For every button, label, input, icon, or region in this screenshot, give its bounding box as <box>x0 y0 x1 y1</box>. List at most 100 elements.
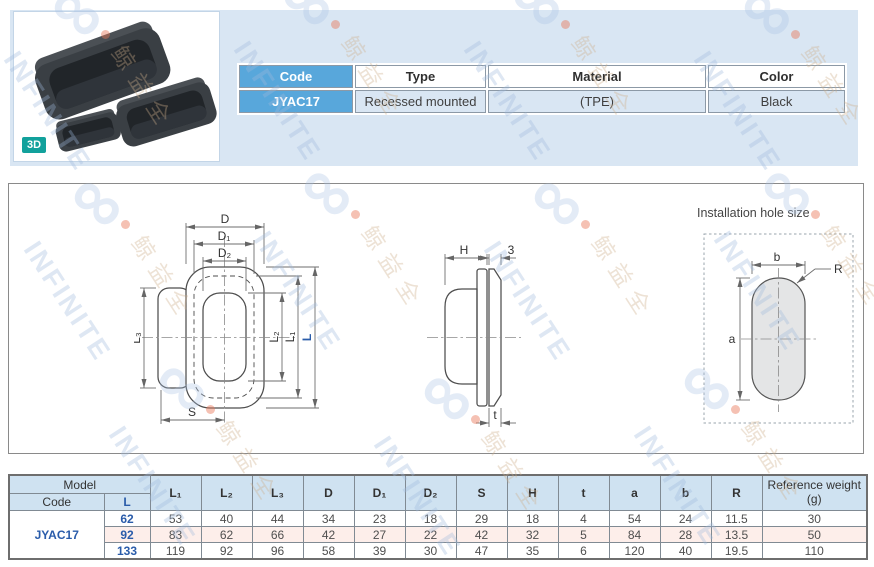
hole-centerlines <box>741 268 819 412</box>
dim-cell: 27 <box>353 526 406 543</box>
product-photo: 3D <box>13 11 220 162</box>
dim-header-b: b <box>659 474 712 511</box>
dim-cell: 18 <box>404 510 457 527</box>
dim-label-L2: L₂ <box>267 331 281 343</box>
front-view-centerlines <box>142 236 298 424</box>
dim-L: L <box>266 266 319 409</box>
dim-row-133: 133 119 92 96 58 39 30 47 35 6 120 40 19… <box>9 542 868 560</box>
hole-boundary-box <box>703 233 854 424</box>
dim-row-62: JYAC17 62 53 40 44 34 23 18 29 18 4 54 2… <box>8 510 868 560</box>
dim-cell: 58 <box>302 542 355 560</box>
dim-row-92: 92 83 62 66 42 27 22 42 32 5 84 28 13.5 … <box>9 526 868 543</box>
dim-cell: 34 <box>302 510 355 527</box>
info-header-material: Material <box>488 65 706 88</box>
dim-label-t: t <box>493 408 497 422</box>
3d-badge[interactable]: 3D <box>22 137 47 153</box>
dim-cell: 40 <box>659 542 712 560</box>
info-type-value: Recessed mounted <box>355 90 486 113</box>
dim-header-L2: L₂ <box>200 474 253 511</box>
info-header-row: Code Type Material Color <box>239 65 845 88</box>
dim-cell: 35 <box>506 542 559 560</box>
dim-cell: 19.5 <box>710 542 763 560</box>
info-material-value: (TPE) <box>488 90 706 113</box>
dim-label-L3: L₃ <box>134 332 143 344</box>
dim-b: b <box>751 250 806 274</box>
dim-header-code: Code <box>8 493 105 511</box>
dim-label-D2: D₂ <box>218 246 232 260</box>
dim-cell: 29 <box>455 510 508 527</box>
info-header-code: Code <box>239 65 353 88</box>
dim-cell: 40 <box>200 510 253 527</box>
dim-cell: 47 <box>455 542 508 560</box>
info-code-value: JYAC17 <box>239 90 353 113</box>
dim-header-reference-weight: Reference weight (g) <box>761 474 868 511</box>
dim-cell: 24 <box>659 510 712 527</box>
dim-header-row-2: Code L <box>8 493 867 511</box>
dim-cell: 5 <box>557 526 610 543</box>
dim-cell: 54 <box>608 510 661 527</box>
side-view-drawing: H 3 t <box>427 243 521 427</box>
dim-header-L1: L₁ <box>149 474 202 511</box>
dim-cell: 42 <box>302 526 355 543</box>
info-header-color: Color <box>708 65 845 88</box>
dim-header-model: Model <box>8 474 151 494</box>
dim-label-a: a <box>729 332 736 346</box>
dim-cell: 83 <box>149 526 202 543</box>
dim-cell: 120 <box>608 542 661 560</box>
installation-hole-drawing: b a R <box>703 233 854 424</box>
product-info-table: Code Type Material Color JYAC17 Recessed… <box>237 63 847 115</box>
dim-cell: 53 <box>149 510 202 527</box>
dim-cell: 44 <box>251 510 304 527</box>
dim-cell: 62 <box>200 526 253 543</box>
dim-header-L3: L₃ <box>251 474 304 511</box>
dim-L-value: 62 <box>103 510 151 527</box>
dim-t: t <box>476 408 516 427</box>
dim-header-a: a <box>608 474 661 511</box>
dim-header-L: L <box>103 493 151 511</box>
dim-header-t: t <box>557 474 610 511</box>
dim-cell: 119 <box>149 542 202 560</box>
dim-D: D <box>185 212 265 264</box>
dim-label-D: D <box>221 212 230 226</box>
dim-label-H: H <box>460 243 469 257</box>
dim-cell: 42 <box>455 526 508 543</box>
dim-cell: 4 <box>557 510 610 527</box>
dim-ref-value: 30 <box>761 510 868 527</box>
technical-drawing-panel: D D₁ D₂ L₃ L₂ <box>8 183 864 454</box>
dim-label-L1: L₁ <box>283 332 297 343</box>
dim-label-b: b <box>774 250 781 264</box>
dim-cell: 13.5 <box>710 526 763 543</box>
dim-label-D1: D₁ <box>218 229 231 243</box>
installation-hole-title: Installation hole size <box>697 206 810 220</box>
dim-cell: 28 <box>659 526 712 543</box>
dim-label-3: 3 <box>508 243 515 257</box>
dim-label-L: L <box>300 334 314 341</box>
dim-label-S: S <box>188 405 196 419</box>
front-view-drawing: D D₁ D₂ L₃ L₂ <box>134 212 319 424</box>
info-header-type: Type <box>355 65 486 88</box>
dim-cell: 18 <box>506 510 559 527</box>
dim-D2: D₂ <box>202 246 247 291</box>
dim-header-D1: D₁ <box>353 474 406 511</box>
dim-header-D: D <box>302 474 355 511</box>
dim-code-value: JYAC17 <box>8 510 105 560</box>
dim-L1: L₁ <box>256 275 302 399</box>
dim-a: a <box>729 277 750 401</box>
dim-cell: 96 <box>251 542 304 560</box>
info-data-row: JYAC17 Recessed mounted (TPE) Black <box>239 90 845 113</box>
dim-header-H: H <box>506 474 559 511</box>
dim-header-D2: D₂ <box>404 474 457 511</box>
dim-ref-value: 50 <box>761 526 868 543</box>
dim-L3: L₃ <box>134 287 156 389</box>
dim-cell: 66 <box>251 526 304 543</box>
dim-cell: 84 <box>608 526 661 543</box>
info-color-value: Black <box>708 90 845 113</box>
dim-cell: 39 <box>353 542 406 560</box>
dim-header-R: R <box>710 474 763 511</box>
dim-header-row-1: Model L₁ L₂ L₃ D D₁ D₂ S H t a b R Refer… <box>8 474 868 511</box>
dim-label-R: R <box>834 262 843 276</box>
dim-cell: 32 <box>506 526 559 543</box>
dim-cell: 30 <box>404 542 457 560</box>
dim-3: 3 <box>476 243 516 265</box>
